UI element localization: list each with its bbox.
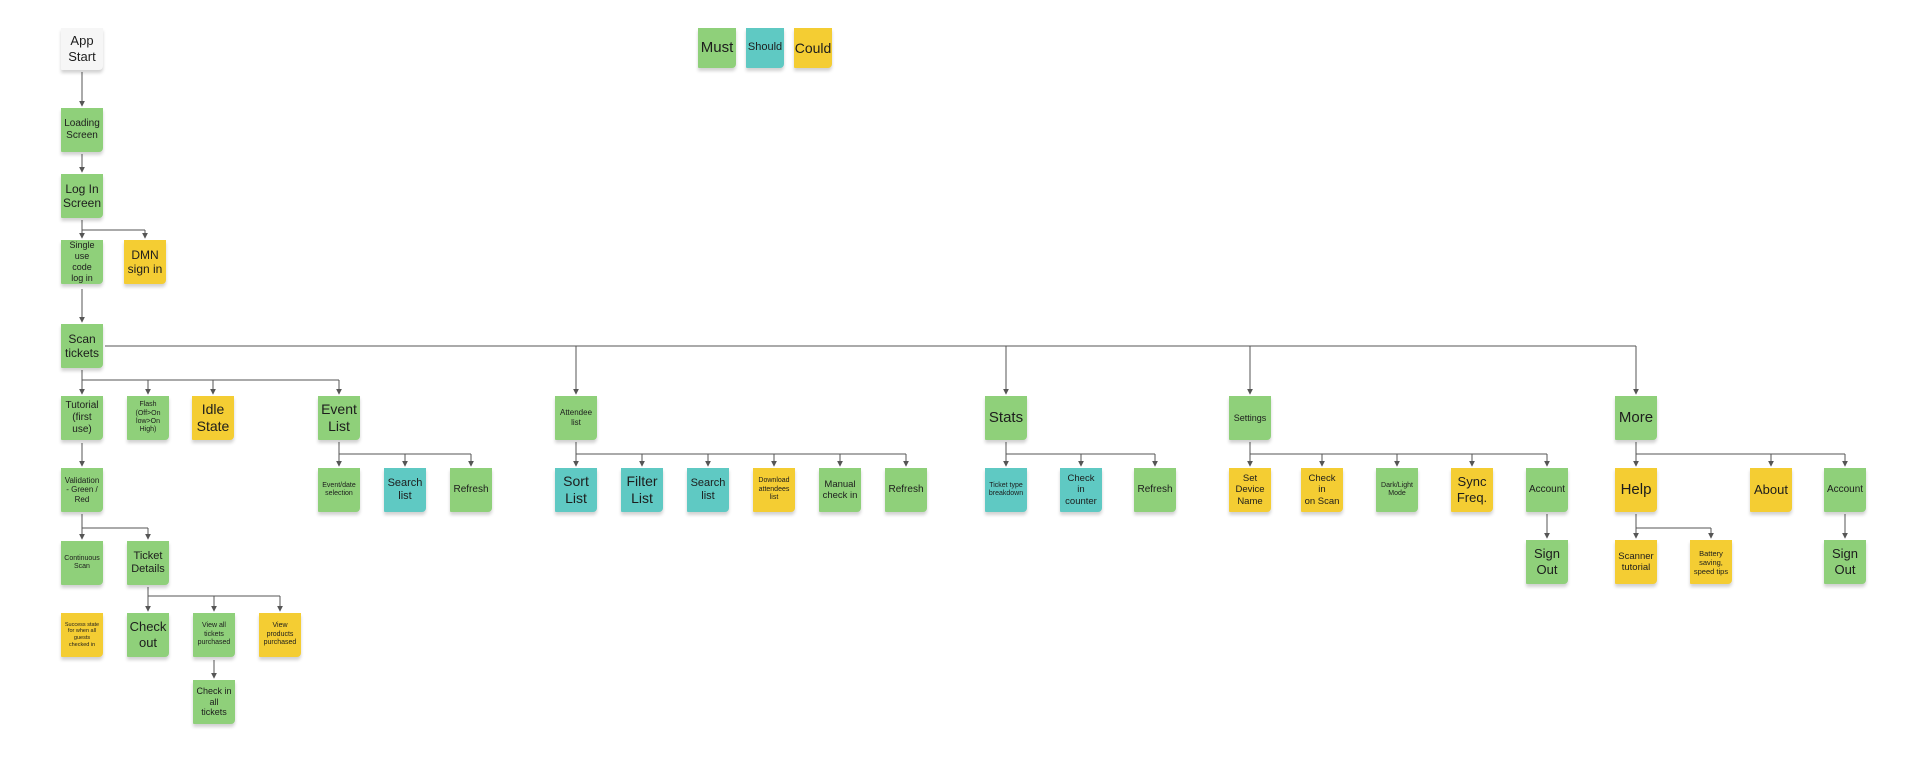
connector-validation-bar [81,514,148,529]
connector-help-bar [1635,514,1711,529]
legend-should: Should [746,28,784,68]
node-validation[interactable]: Validation - Green / Red [61,468,103,512]
node-event-date-selection[interactable]: Event/date selection [318,468,360,512]
node-manual-check-in[interactable]: Manual check in [819,468,861,512]
node-check-in-counter[interactable]: Check in counter [1060,468,1102,512]
node-set-device-name[interactable]: Set Device Name [1229,468,1271,512]
node-login-screen[interactable]: Log In Screen [61,174,103,218]
connector-event-list-bar [338,442,471,455]
connector-attendee-bar [575,442,906,455]
node-event-list[interactable]: Event List [318,396,360,440]
node-attendee-list[interactable]: Attendee list [555,396,597,440]
connector-settings-bar [1249,442,1547,455]
node-flash[interactable]: Flash (Off>On low>On High) [127,396,169,440]
node-loading-screen[interactable]: Loading Screen [61,108,103,152]
node-tutorial[interactable]: Tutorial (first use) [61,396,103,440]
node-scanner-tutorial[interactable]: Scanner tutorial [1615,540,1657,584]
node-check-out[interactable]: Check out [127,613,169,657]
node-dark-light-mode[interactable]: Dark/Light Mode [1376,468,1418,512]
legend-could: Could [794,28,832,68]
node-download-attendees[interactable]: Download attendees list [753,468,795,512]
node-success-state[interactable]: Success state for when all guests checke… [61,613,103,657]
node-account-settings[interactable]: Account [1526,468,1568,512]
connector-scan-local-bar [81,370,339,381]
node-stats-refresh[interactable]: Refresh [1134,468,1176,512]
node-idle-state[interactable]: Idle State [192,396,234,440]
node-sign-out-more[interactable]: Sign Out [1824,540,1866,584]
node-battery-tips[interactable]: Battery saving, speed tips [1690,540,1732,584]
node-ticket-details[interactable]: Ticket Details [127,541,169,585]
connector-stats-bar [1005,442,1155,455]
node-dmn-signin[interactable]: DMN sign in [124,240,166,284]
node-sort-list[interactable]: Sort List [555,468,597,512]
node-attendee-refresh[interactable]: Refresh [885,468,927,512]
node-ticket-type-breakdown[interactable]: Ticket type breakdown [985,468,1027,512]
node-stats[interactable]: Stats [985,396,1027,440]
node-sign-out-settings[interactable]: Sign Out [1526,540,1568,584]
connector-login-bar [81,220,145,231]
node-view-all-tickets[interactable]: View all tickets purchased [193,613,235,657]
legend-must: Must [698,28,736,68]
node-check-in-all[interactable]: Check in all tickets [193,680,235,724]
node-settings[interactable]: Settings [1229,396,1271,440]
node-app-start[interactable]: App Start [61,28,103,70]
node-more[interactable]: More [1615,396,1657,440]
connector-ticket-details-bar [147,587,280,597]
node-single-use-code[interactable]: Single use code log in [61,240,103,284]
node-filter-list[interactable]: Filter List [621,468,663,512]
connector-more-bar [1635,442,1845,455]
node-scan-tickets[interactable]: Scan tickets [61,324,103,368]
node-help[interactable]: Help [1615,468,1657,512]
node-account-more[interactable]: Account [1824,468,1866,512]
node-event-refresh[interactable]: Refresh [450,468,492,512]
node-view-products[interactable]: View products purchased [259,613,301,657]
node-about[interactable]: About [1750,468,1792,512]
node-attendee-search-list[interactable]: Search list [687,468,729,512]
node-continuous-scan[interactable]: Continuous Scan [61,541,103,585]
node-sync-frequency[interactable]: Sync Freq. [1451,468,1493,512]
node-event-search-list[interactable]: Search list [384,468,426,512]
node-check-in-on-scan[interactable]: Check in on Scan [1301,468,1343,512]
